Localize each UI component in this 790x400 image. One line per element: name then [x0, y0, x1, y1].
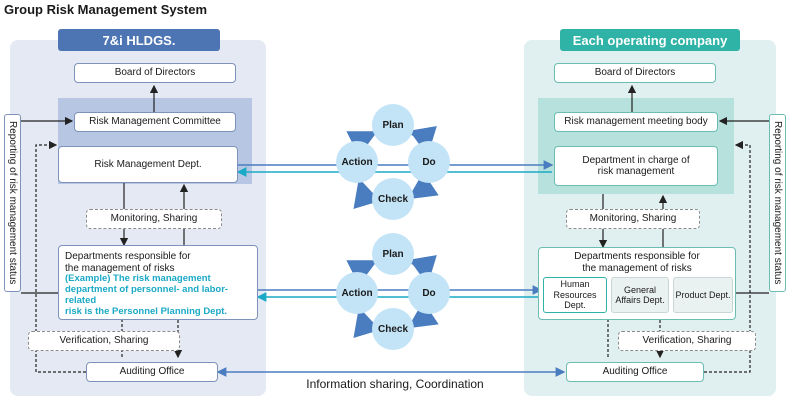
hr-line2: Resources Dept.: [553, 289, 597, 311]
right-department-in-charge: Department in charge of risk management: [554, 146, 718, 186]
left-auditing-office: Auditing Office: [86, 362, 218, 382]
information-sharing-label: Information sharing, Coordination: [306, 377, 484, 391]
right-risk-management-meeting-body: Risk management meeting body: [554, 112, 718, 132]
right-product-dept: Product Dept.: [673, 277, 733, 313]
right-responsible-line2: the management of risks: [582, 262, 692, 274]
right-board-of-directors: Board of Directors: [554, 63, 716, 83]
company-header: Each operating company: [560, 29, 740, 51]
hr-line1: Human: [560, 279, 590, 290]
right-general-affairs-dept: General Affairs Dept.: [611, 277, 669, 313]
pdca-bottom-check: Check: [372, 308, 414, 350]
holdings-header: 7&i HLDGS.: [58, 29, 220, 51]
pdca-bottom-plan: Plan: [372, 233, 414, 275]
pdca-top-action: Action: [336, 141, 378, 183]
right-human-resources-dept: Human Resources Dept.: [543, 277, 607, 313]
pdca-top-check: Check: [372, 178, 414, 220]
right-verification-sharing: Verification, Sharing: [618, 331, 756, 351]
left-risk-management-committee: Risk Management Committee: [74, 112, 236, 132]
pdca-bottom-do: Do: [408, 272, 450, 314]
right-dept-line1: Department in charge of: [582, 154, 690, 166]
left-responsible-line1: Departments responsible for: [65, 251, 191, 262]
left-verification-sharing: Verification, Sharing: [28, 331, 180, 351]
right-monitoring-sharing: Monitoring, Sharing: [566, 209, 700, 229]
pdca-top-plan: Plan: [372, 104, 414, 146]
ga-line1: General: [623, 284, 657, 295]
right-reporting-label: Reporting of risk management status: [769, 114, 786, 292]
right-responsible-line1: Departments responsible for: [574, 251, 700, 262]
left-monitoring-sharing: Monitoring, Sharing: [86, 209, 222, 229]
left-risk-management-dept: Risk Management Dept.: [58, 146, 238, 183]
pdca-bottom-action: Action: [336, 272, 378, 314]
right-dept-line2: risk management: [597, 166, 675, 177]
left-example-line1: (Example) The risk management: [65, 273, 211, 284]
left-responsible-line2: the management of risks: [65, 262, 175, 274]
left-example-line2: department of personnel- and labor-relat…: [65, 283, 229, 306]
left-reporting-label: Reporting of risk management status: [4, 114, 21, 292]
left-example-line3: risk is the Personnel Planning Dept.: [65, 305, 228, 317]
left-board-of-directors: Board of Directors: [74, 63, 236, 83]
diagram-title: Group Risk Management System: [4, 2, 207, 17]
ga-line2: Affairs Dept.: [615, 295, 665, 305]
left-responsible-departments: Departments responsible for the manageme…: [58, 245, 258, 320]
right-auditing-office: Auditing Office: [566, 362, 704, 382]
pdca-top-do: Do: [408, 141, 450, 183]
